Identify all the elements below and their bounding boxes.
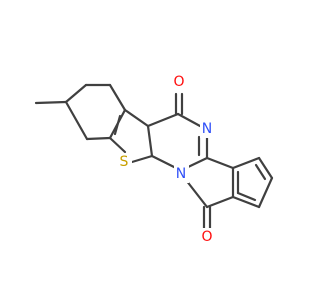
bond [113, 114, 122, 136]
bond-layer [34, 83, 274, 230]
nitrogen-label-imine: N [202, 121, 212, 137]
bond [108, 136, 127, 154]
bond [146, 112, 180, 128]
oxygen-label-bottom: O [201, 229, 212, 245]
bond [236, 191, 257, 202]
oxygen-label-top: O [173, 74, 184, 90]
bond [176, 112, 202, 128]
bond [231, 156, 261, 170]
atom-labels: O N N S O [117, 73, 215, 246]
bond [150, 154, 178, 170]
bond [146, 124, 154, 158]
bond [184, 156, 209, 170]
bond [254, 163, 267, 181]
bond [257, 156, 274, 180]
bond [205, 156, 235, 170]
bond [64, 100, 89, 141]
bond [34, 100, 68, 105]
bond [85, 136, 112, 141]
sulfur-label: S [120, 154, 129, 170]
bond [123, 108, 150, 128]
bond [64, 83, 88, 104]
bond [130, 154, 154, 164]
molecule-structure: O N N S O [34, 73, 274, 246]
bond [257, 176, 274, 209]
bond [205, 195, 235, 209]
nitrogen-label-ring: N [176, 166, 186, 182]
bond [108, 83, 127, 112]
bond [184, 178, 209, 209]
bond [231, 195, 261, 209]
